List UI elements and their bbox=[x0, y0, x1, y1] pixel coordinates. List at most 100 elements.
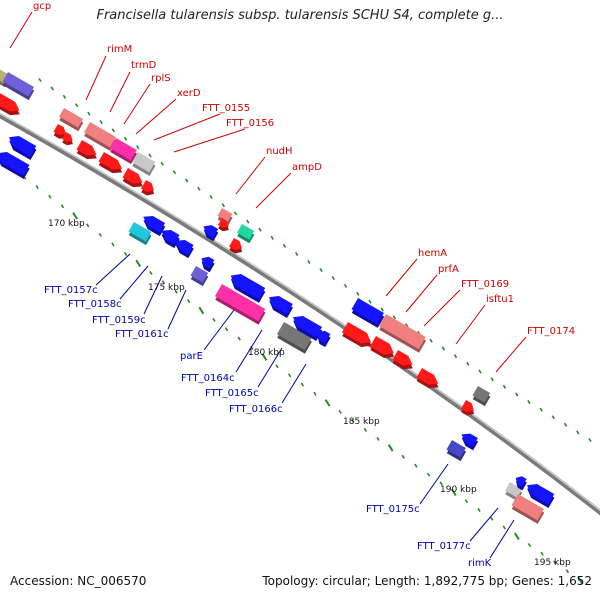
gene-blue-5[interactable] bbox=[265, 292, 295, 318]
gene-label-isftu1[interactable]: isftu1 bbox=[486, 294, 514, 305]
gene-red-f[interactable] bbox=[391, 350, 417, 373]
leader-FTT_0175c bbox=[419, 463, 449, 505]
tick-inner bbox=[464, 499, 469, 504]
gene-purple-1[interactable] bbox=[1, 72, 36, 101]
gene-label-FTT_0169[interactable]: FTT_0169 bbox=[461, 279, 509, 290]
scale-label-185: 185 kbp bbox=[343, 417, 380, 427]
tick-outer bbox=[307, 259, 311, 265]
label-leaders bbox=[9, 11, 527, 559]
gene-label-FTT_0166c[interactable]: FTT_0166c bbox=[229, 404, 283, 415]
gene-label-gcp[interactable]: gcp bbox=[33, 1, 51, 12]
gene-rimM[interactable] bbox=[58, 108, 85, 132]
tick-outer bbox=[148, 153, 152, 158]
gene-FTT_0155[interactable] bbox=[75, 140, 101, 163]
gene-ampD[interactable] bbox=[236, 224, 256, 244]
tick-inner bbox=[35, 185, 39, 190]
gene-small-red-a[interactable] bbox=[52, 124, 70, 141]
gene-nudH-b[interactable] bbox=[217, 218, 233, 234]
gene-red-1[interactable] bbox=[0, 92, 24, 119]
gene-parE[interactable] bbox=[214, 284, 268, 325]
gene-label-rimM[interactable]: rimM bbox=[107, 44, 132, 55]
gene-FTT_0169[interactable] bbox=[369, 336, 399, 362]
gene-label-FTT_0155[interactable]: FTT_0155 bbox=[202, 103, 250, 114]
gene-label-parE[interactable]: parE bbox=[180, 351, 203, 362]
gene-label-hemA[interactable]: hemA bbox=[418, 248, 447, 259]
tick-outer bbox=[478, 369, 482, 374]
gene-nudH[interactable] bbox=[216, 208, 234, 226]
leader-FTT_0155 bbox=[153, 113, 221, 141]
gene-blue-6[interactable] bbox=[313, 328, 332, 348]
gene-label-ampD[interactable]: ampD bbox=[292, 162, 322, 173]
gene-label-rplS[interactable]: rplS bbox=[151, 73, 171, 84]
gene-blue-9[interactable] bbox=[523, 480, 556, 508]
gene-label-xerD[interactable]: xerD bbox=[177, 88, 201, 99]
gene-label-FTT_0175c[interactable]: FTT_0175c bbox=[366, 504, 420, 515]
scale-label-170: 170 kbp bbox=[48, 219, 85, 229]
tick-outer bbox=[38, 77, 42, 83]
gene-red-c[interactable] bbox=[121, 168, 147, 191]
gene-ampD-b[interactable] bbox=[228, 238, 247, 256]
tick-outer bbox=[111, 128, 116, 133]
leader-FTT_0158c bbox=[119, 265, 149, 300]
gene-label-nudH[interactable]: nudH bbox=[266, 146, 293, 157]
gene-trmD[interactable] bbox=[83, 122, 118, 151]
gene-red-d[interactable] bbox=[140, 180, 159, 198]
tick-outer bbox=[87, 111, 91, 116]
tick-outer bbox=[294, 251, 299, 256]
gene-small-red-b[interactable] bbox=[61, 132, 77, 148]
gene-FTT_0161c[interactable] bbox=[171, 236, 195, 259]
gene-purple-2[interactable] bbox=[189, 266, 210, 287]
gene-FTT_0159c[interactable] bbox=[157, 226, 181, 249]
genome-backbone bbox=[0, 112, 600, 516]
tick-outer bbox=[74, 103, 79, 108]
gene-FTT_0165c[interactable] bbox=[276, 322, 314, 354]
tick-inner bbox=[565, 569, 570, 574]
gene-label-FTT_0156[interactable]: FTT_0156 bbox=[226, 118, 274, 129]
gene-FTT_0174[interactable] bbox=[460, 400, 479, 418]
gene-prfA[interactable] bbox=[378, 314, 428, 353]
gene-FTT_0158c[interactable] bbox=[139, 212, 167, 237]
gene-gray-1[interactable] bbox=[471, 386, 492, 407]
gene-red-e[interactable] bbox=[341, 322, 376, 351]
gene-rplS[interactable] bbox=[109, 138, 139, 164]
map-title: Francisella tularensis subsp. tularensis… bbox=[96, 8, 504, 23]
gene-blue-7[interactable] bbox=[458, 430, 480, 451]
gene-FTT_0164c[interactable] bbox=[226, 270, 267, 303]
gene-xerD[interactable] bbox=[131, 152, 158, 176]
gene-label-FTT_0164c[interactable]: FTT_0164c bbox=[181, 373, 235, 384]
gene-hemA[interactable] bbox=[350, 298, 386, 328]
gene-rimK[interactable] bbox=[510, 494, 546, 524]
gene-label-FTT_0165c[interactable]: FTT_0165c bbox=[205, 388, 259, 399]
gene-label-FTT_0158c[interactable]: FTT_0158c bbox=[68, 299, 122, 310]
gene-blue-2[interactable] bbox=[0, 148, 31, 179]
gene-blue-3[interactable] bbox=[200, 222, 220, 242]
gene-label-FTT_0157c[interactable]: FTT_0157c bbox=[44, 285, 98, 296]
tick-inner bbox=[540, 551, 544, 556]
leader-ampD bbox=[255, 172, 292, 209]
leader-nudH bbox=[235, 156, 266, 195]
gene-FTT_0166c[interactable] bbox=[289, 312, 324, 341]
tick-inner bbox=[363, 427, 368, 432]
leader-isftu1 bbox=[455, 304, 486, 345]
gene-blue-1[interactable] bbox=[5, 132, 38, 160]
gene-label-trmD[interactable]: trmD bbox=[131, 60, 157, 71]
topology-text: Topology: circular; Length: 1,892,775 bp… bbox=[262, 574, 592, 588]
gene-FTT_0157c[interactable] bbox=[127, 222, 153, 246]
gene-label-prfA[interactable]: prfA bbox=[438, 264, 459, 275]
gene-label-FTT_0159c[interactable]: FTT_0159c bbox=[92, 315, 146, 326]
gene-label-FTT_0161c[interactable]: FTT_0161c bbox=[115, 329, 169, 340]
tick-outer bbox=[172, 170, 177, 175]
gene-FTT_0175c[interactable] bbox=[445, 440, 468, 462]
gene-label-FTT_0177c[interactable]: FTT_0177c bbox=[417, 541, 471, 552]
gene-blue-8[interactable] bbox=[512, 474, 528, 491]
tick-inner bbox=[60, 204, 65, 209]
gene-isftu1[interactable] bbox=[415, 368, 443, 392]
gene-label-FTT_0174[interactable]: FTT_0174 bbox=[527, 326, 575, 337]
gene-FTT_0156[interactable] bbox=[97, 152, 127, 177]
gene-blue-4[interactable] bbox=[198, 254, 217, 273]
tick-inner bbox=[313, 391, 317, 396]
tick-inner bbox=[502, 525, 506, 530]
gene-label-rimK[interactable]: rimK bbox=[468, 558, 492, 569]
leader-FTT_0169 bbox=[423, 289, 461, 327]
